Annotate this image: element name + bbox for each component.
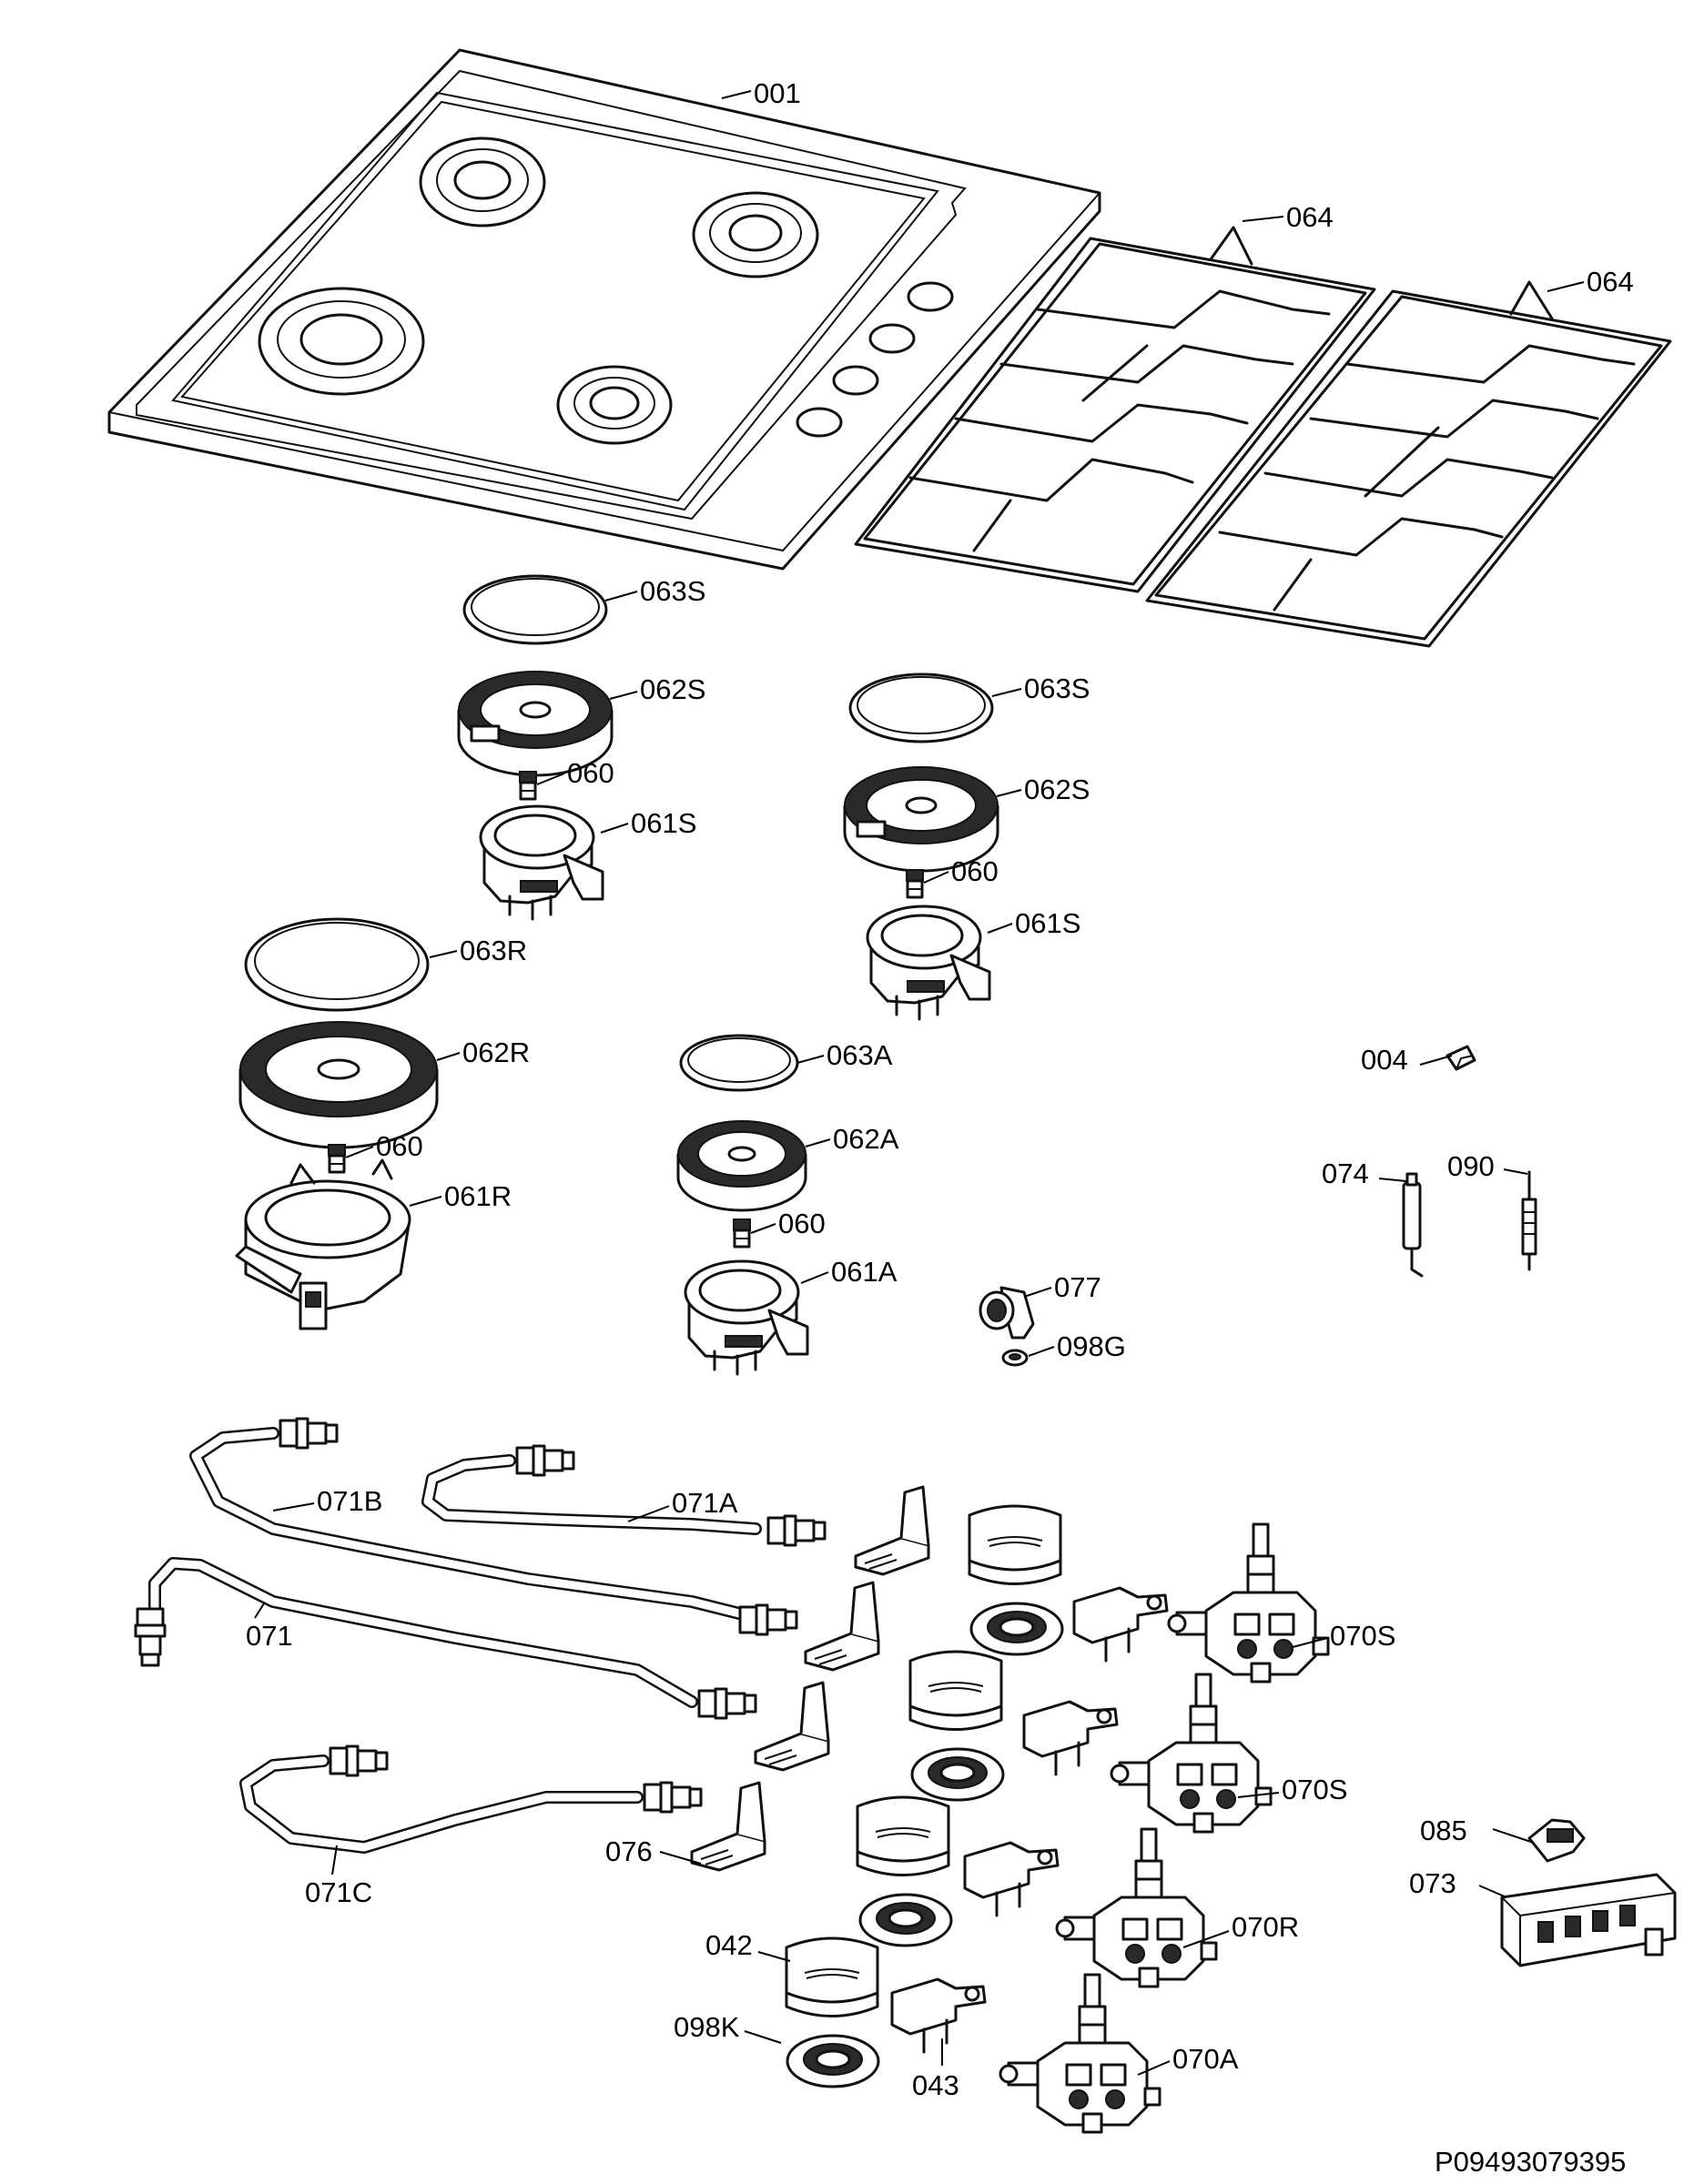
callout-076: 076 [605,1835,653,1867]
callout-073: 073 [1409,1867,1456,1899]
callout-062A: 062A [833,1123,899,1155]
callout-062R: 062R [462,1036,530,1068]
microswitch-043-3 [963,1841,1060,1917]
callout-063R: 063R [460,935,527,966]
clip-085 [1527,1818,1586,1863]
burner-cap-063R [244,917,430,1012]
callout-labels: 001 064 064 063S 062S 060 061S 063S 062S… [246,77,1634,2178]
burner-crown-062A [676,1120,807,1212]
callout-060-b: 060 [951,855,999,887]
callout-061R: 061R [444,1180,512,1212]
hob-burner-seat-left-rear [419,136,546,228]
spark-plug-074 [1402,1172,1424,1278]
injector-060-d [732,1218,752,1249]
callout-064-right: 064 [1587,266,1634,298]
callout-064-left: 064 [1286,201,1334,233]
callout-060-a: 060 [567,757,614,789]
ignition-generator-073 [1500,1873,1677,1967]
bezel-098K-4 [786,2034,880,2088]
burner-base-061S-left [479,804,604,921]
gasket-098G [1001,1349,1029,1367]
microswitch-043-1 [1072,1586,1169,1663]
callout-077: 077 [1054,1271,1101,1303]
burner-cap-063S-right [848,672,994,743]
callout-098G: 098G [1057,1330,1126,1362]
gas-valve-070S-1 [1167,1522,1330,1684]
bracket-076-3 [754,1681,830,1772]
gas-pipe-071C [239,1744,703,1854]
callout-071C: 071C [305,1876,372,1908]
microswitch-043-2 [1022,1700,1119,1776]
elbow-fitting-077 [979,1286,1035,1340]
burner-cap-063S-left [462,574,608,645]
knob-042-2 [908,1650,1003,1731]
callout-042: 042 [705,1929,753,1961]
leader-lines [254,90,1585,2076]
gas-pipe-071A [421,1444,827,1547]
gas-valve-070S-2 [1110,1673,1273,1834]
gas-valve-070R [1055,1827,1218,1988]
gas-pipe-071 [134,1557,757,1720]
callout-070S-1: 070S [1330,1620,1395,1652]
knob-042-3 [856,1795,950,1876]
gas-pipe-071B [189,1417,798,1636]
hob-burner-seat-right-front [556,365,673,445]
drawing-code: P09493079395 [1435,2146,1626,2178]
bezel-098K-3 [858,1893,953,1947]
injector-060-b [905,868,925,899]
burner-base-061R [235,1158,411,1330]
injector-060-a [518,770,538,801]
callout-090: 090 [1447,1150,1495,1182]
knob-042-1 [968,1504,1062,1585]
knob-042-4 [785,1936,879,2017]
callout-043: 043 [912,2069,959,2101]
bezel-098K-1 [969,1602,1064,1656]
callout-070S-2: 070S [1282,1774,1347,1805]
callout-004: 004 [1361,1044,1408,1076]
microswitch-043-4 [890,1977,987,2054]
thermocouple-090 [1521,1170,1537,1271]
bezel-098K-2 [910,1747,1005,1802]
hob-top-001 [107,48,1101,571]
callout-062S-left: 062S [640,673,705,705]
callout-063S-right: 063S [1024,672,1090,704]
callout-085: 085 [1420,1815,1467,1846]
pan-support-064-right [1145,280,1672,648]
hob-burner-seat-right-rear [692,191,819,278]
callout-071: 071 [246,1620,293,1652]
clip-004 [1445,1045,1476,1071]
callout-070R: 070R [1232,1911,1299,1943]
callout-070A: 070A [1172,2043,1239,2075]
callout-001: 001 [754,77,801,109]
pan-support-064-left [854,226,1376,593]
callout-061S-left: 061S [631,807,696,839]
hob-burner-seat-left-front [258,287,425,396]
burner-cap-063A [679,1034,799,1092]
callout-061S-right: 061S [1015,907,1080,939]
callout-063A: 063A [827,1039,893,1071]
bracket-076-4 [690,1781,766,1872]
callout-061A: 061A [831,1256,898,1288]
callout-071A: 071A [672,1487,738,1519]
callout-074: 074 [1322,1158,1369,1189]
callout-071B: 071B [317,1485,382,1517]
hob-knob-holes [796,281,954,438]
callout-063S-left: 063S [640,575,705,607]
burner-crown-062R [238,1021,439,1149]
bracket-076-2 [804,1581,880,1672]
callout-060-c: 060 [376,1130,423,1162]
injector-060-c [327,1143,347,1174]
burner-base-061A [684,1259,809,1376]
callout-062S-right: 062S [1024,774,1090,805]
burner-base-061S-right [866,905,991,1021]
callout-098K: 098K [674,2011,740,2043]
bracket-076-1 [854,1485,930,1576]
callout-060-d: 060 [778,1208,826,1239]
gas-valve-070A [999,1973,1161,2134]
